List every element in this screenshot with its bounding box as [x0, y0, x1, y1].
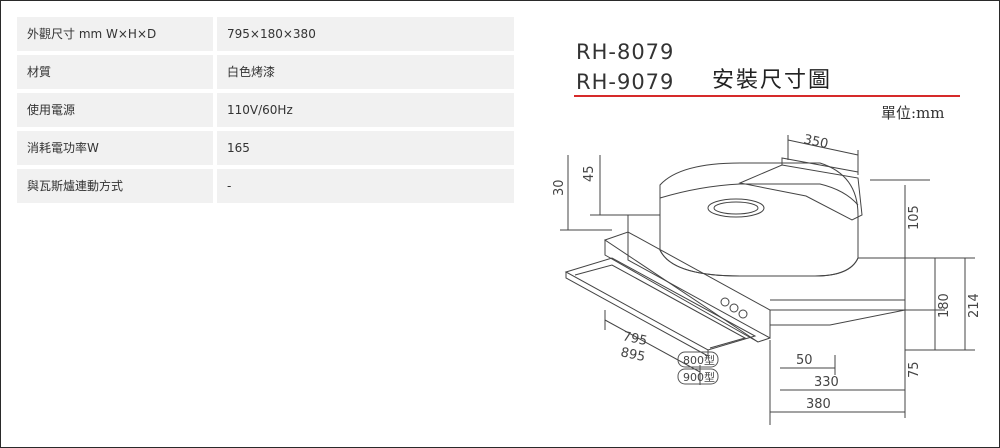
- spec-label: 消耗電功率W: [17, 131, 213, 165]
- exhaust-hole: [707, 198, 765, 218]
- unit-label: 單位:mm: [881, 104, 945, 122]
- dim-180: 180: [937, 293, 952, 318]
- control-button: [729, 303, 739, 313]
- spec-value: 110V/60Hz: [217, 93, 514, 127]
- model-number-2: RH-9079: [576, 70, 675, 94]
- spec-table: 外觀尺寸 mm W×H×D 795×180×380 材質 白色烤漆 使用電源 1…: [17, 17, 514, 207]
- model-number-1: RH-8079: [576, 40, 675, 64]
- spec-label: 材質: [17, 55, 213, 89]
- control-button: [738, 309, 748, 319]
- title-underline: [574, 95, 960, 97]
- spec-value: -: [217, 169, 514, 203]
- dim-800-model: 800型: [683, 353, 715, 367]
- spec-label: 使用電源: [17, 93, 213, 127]
- dim-380: 380: [806, 397, 831, 412]
- spec-row-power-consumption: 消耗電功率W 165: [17, 131, 514, 165]
- control-button: [720, 297, 730, 307]
- dim-350: 350: [802, 132, 829, 152]
- front-visor: [564, 257, 757, 351]
- drawing-title: 安裝尺寸圖: [712, 68, 833, 93]
- dim-895: 895: [619, 345, 646, 365]
- spec-row-gas-linkage: 與瓦斯爐連動方式 -: [17, 169, 514, 203]
- dim-75: 75: [907, 361, 922, 378]
- dim-330: 330: [814, 375, 839, 390]
- spec-row-power-supply: 使用電源 110V/60Hz: [17, 93, 514, 127]
- front-panel: [603, 231, 771, 343]
- spec-value: 795×180×380: [217, 17, 514, 51]
- spec-row-material: 材質 白色烤漆: [17, 55, 514, 89]
- hood-top-body: [659, 162, 859, 277]
- dim-30: 30: [552, 179, 567, 196]
- spec-row-dimensions: 外觀尺寸 mm W×H×D 795×180×380: [17, 17, 514, 51]
- dim-795: 795: [621, 329, 648, 349]
- spec-value: 165: [217, 131, 514, 165]
- dim-900-model: 900型: [683, 370, 715, 384]
- spec-value: 白色烤漆: [217, 55, 514, 89]
- dim-45: 45: [582, 165, 597, 182]
- dim-50: 50: [796, 353, 813, 368]
- dim-214: 214: [967, 293, 982, 318]
- mounting-bracket: [738, 164, 863, 221]
- spec-label: 外觀尺寸 mm W×H×D: [17, 17, 213, 51]
- spec-label: 與瓦斯爐連動方式: [17, 169, 213, 203]
- hood-main-body: [627, 214, 906, 339]
- dim-105: 105: [907, 205, 922, 230]
